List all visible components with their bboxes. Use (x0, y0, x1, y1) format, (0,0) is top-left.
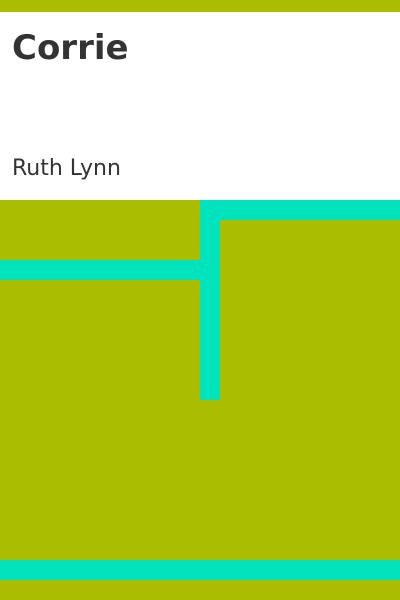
cover-bar-top (200, 200, 400, 220)
cover-art (0, 200, 400, 600)
book-author: Ruth Lynn (12, 156, 121, 181)
top-stripe (0, 0, 400, 12)
title-panel: Corrie Ruth Lynn (0, 12, 400, 200)
book-title: Corrie (12, 28, 129, 68)
cover-bar-bottom (0, 560, 400, 580)
cover-bar-horizontal (0, 260, 220, 280)
cover-bar-vertical (200, 200, 220, 400)
